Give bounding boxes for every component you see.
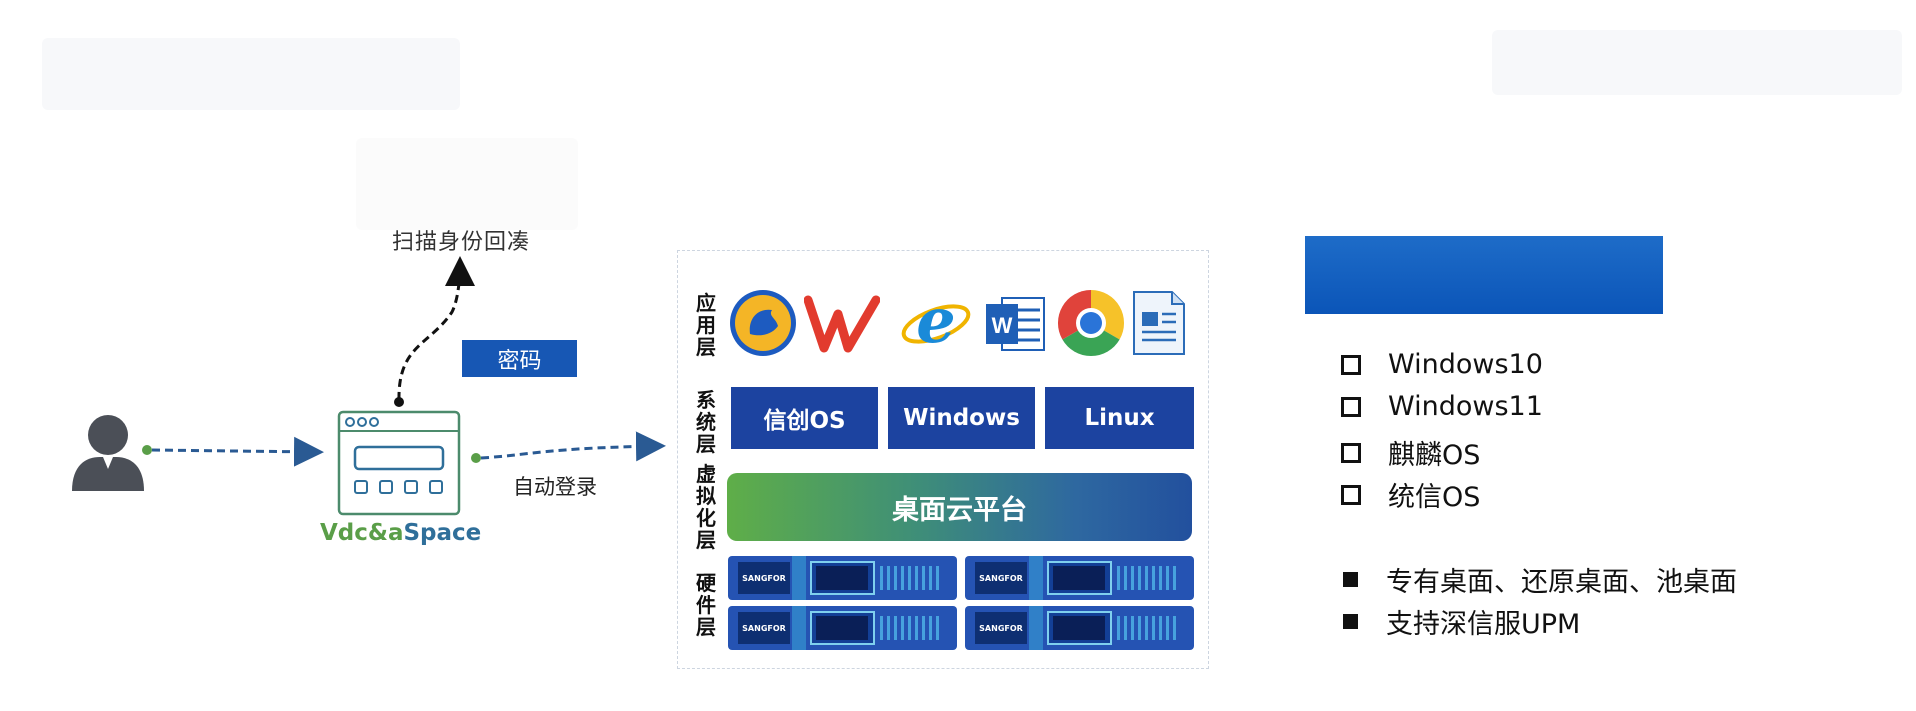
server-brand-label: SANGFOR	[738, 562, 790, 594]
device-to-panel-arrow	[480, 431, 666, 462]
layer-label-system: 系统层	[696, 388, 716, 456]
capability-item: 专有桌面、还原桌面、池桌面	[1341, 560, 1737, 599]
device-to-top-arrow	[397, 256, 475, 401]
vdc-terminal-icon	[337, 410, 461, 516]
vdc-label: Vdc&aSpace	[320, 520, 482, 546]
chrome-icon	[1057, 290, 1125, 357]
auto-login-label: 自动登录	[513, 475, 597, 499]
svg-text:e: e	[916, 286, 955, 357]
os-box-xinchuang: 信创OS	[731, 387, 878, 449]
wps-icon	[804, 295, 880, 353]
capability-item: 支持深信服UPM	[1341, 602, 1580, 641]
checkbox-outline-icon	[1341, 396, 1361, 417]
server-brand-label: SANGFOR	[975, 612, 1027, 644]
server-unit: SANGFOR	[965, 556, 1194, 600]
svg-text:W: W	[992, 313, 1013, 338]
layer-label-hardware: 硬件层	[696, 571, 716, 639]
qilin-browser-icon	[730, 290, 796, 356]
os-support-item: Windows11	[1341, 391, 1543, 422]
os-box-linux: Linux	[1045, 387, 1194, 449]
image-placeholder-top	[356, 138, 578, 230]
top-flow-label: 扫描身份回凑	[392, 230, 531, 255]
os-support-item: Windows10	[1341, 349, 1543, 380]
user-flow-start-dot	[142, 445, 152, 455]
word-icon: W	[986, 297, 1045, 351]
checkbox-outline-icon	[1341, 484, 1361, 505]
feature-header-bar	[1305, 236, 1663, 314]
square-bullet-icon	[1343, 614, 1358, 629]
server-unit: SANGFOR	[728, 556, 957, 600]
checkbox-outline-icon	[1341, 442, 1361, 463]
writer-icon	[1133, 291, 1185, 355]
server-brand-label: SANGFOR	[975, 562, 1027, 594]
layer-label-virtualization: 虚拟化层	[696, 462, 716, 552]
square-bullet-icon	[1343, 572, 1358, 587]
server-brand-label: SANGFOR	[738, 612, 790, 644]
architecture-panel	[677, 250, 1209, 669]
device-flow-start-dot	[471, 453, 481, 463]
os-support-item: 麒麟OS	[1341, 433, 1480, 472]
header-placeholder-left	[42, 38, 460, 110]
header-placeholder-right	[1492, 30, 1902, 95]
user-to-device-arrow	[151, 436, 324, 467]
ie-icon: e	[901, 286, 971, 357]
server-unit: SANGFOR	[728, 606, 957, 650]
os-box-windows: Windows	[888, 387, 1035, 449]
os-support-item: 统信OS	[1341, 475, 1480, 514]
server-unit: SANGFOR	[965, 606, 1194, 650]
checkbox-outline-icon	[1341, 354, 1361, 375]
layer-label-app: 应用层	[696, 291, 716, 359]
user-icon	[72, 415, 144, 491]
password-badge: 密码	[462, 340, 577, 377]
device-up-dot	[394, 397, 404, 407]
desktop-cloud-platform: 桌面云平台	[727, 473, 1192, 541]
